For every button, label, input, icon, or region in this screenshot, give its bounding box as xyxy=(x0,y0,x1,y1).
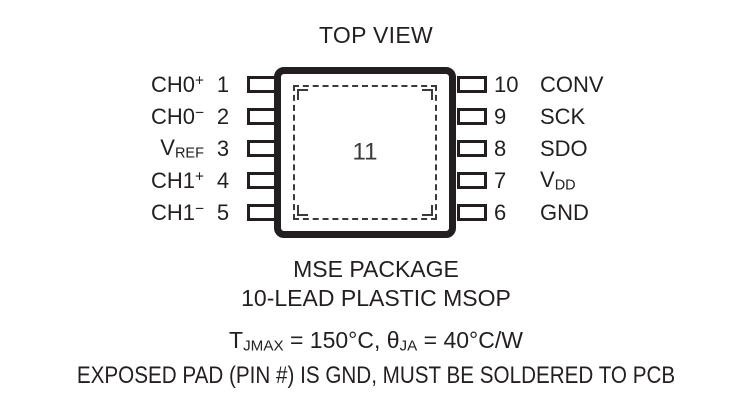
pin-name-9: SCK xyxy=(540,103,586,129)
pin-name-8: SDO xyxy=(540,135,588,161)
pin-number-5: 5 xyxy=(216,199,230,225)
pin-number-1: 1 xyxy=(216,71,230,97)
pin-row-5: CH1− 5 xyxy=(90,200,240,225)
pin-lead-5 xyxy=(247,204,277,221)
exposed-pad-outline: 11 xyxy=(293,85,437,220)
pin-name-2: CH0− xyxy=(150,103,204,129)
pin-name-3: VREF xyxy=(160,135,204,162)
pin-lead-6 xyxy=(457,204,487,221)
pad-corner-top-left-icon xyxy=(297,89,308,100)
pin-lead-2 xyxy=(247,108,277,125)
pad-corner-bottom-left-icon xyxy=(297,205,308,216)
pad-corner-top-right-icon xyxy=(422,89,433,100)
pin-name-6: GND xyxy=(540,199,589,225)
pin-lead-8 xyxy=(457,140,487,157)
pin-name-5: CH1− xyxy=(150,199,204,225)
top-view-title: TOP VIEW xyxy=(318,22,434,48)
pin-lead-7 xyxy=(457,172,487,189)
pin-row-9: 9 SCK xyxy=(494,104,724,129)
pin-number-4: 4 xyxy=(216,167,230,193)
pin-row-3: VREF 3 xyxy=(90,135,240,162)
pin-row-2: CH0− 2 xyxy=(90,104,240,129)
pin-number-6: 6 xyxy=(494,199,507,225)
pin-lead-10 xyxy=(457,76,487,93)
exposed-pad-note-caption: EXPOSED PAD (PIN #) IS GND, MUST BE SOLD… xyxy=(76,362,676,389)
pin-row-4: CH1+ 4 xyxy=(90,168,240,193)
pin-number-8: 8 xyxy=(494,135,507,161)
pin-lead-1 xyxy=(247,76,277,93)
pin-lead-3 xyxy=(247,140,277,157)
pin-name-10: CONV xyxy=(540,71,604,97)
pin-number-9: 9 xyxy=(494,103,507,129)
exposed-pad-number: 11 xyxy=(352,137,378,165)
lead-description-caption: 10-LEAD PLASTIC MSOP xyxy=(241,285,511,311)
pin-row-10: 10 CONV xyxy=(494,72,724,97)
pin-number-10: 10 xyxy=(494,71,519,97)
pin-row-8: 8 SDO xyxy=(494,136,724,161)
pin-lead-9 xyxy=(457,108,487,125)
pin-name-4: CH1+ xyxy=(150,167,204,193)
thermal-spec-caption: TJMAX = 150°C, θJA = 40°C/W xyxy=(229,327,523,355)
pin-number-3: 3 xyxy=(216,135,230,161)
pin-row-1: CH0+ 1 xyxy=(90,72,240,97)
pin-number-7: 7 xyxy=(494,167,507,193)
pin-number-2: 2 xyxy=(216,103,230,129)
package-name-caption: MSE PACKAGE xyxy=(293,256,459,282)
package-body-outline: 11 xyxy=(274,67,456,238)
pin-name-7: VDD xyxy=(540,167,576,194)
pin-lead-4 xyxy=(247,172,277,189)
pin-row-6: 6 GND xyxy=(494,200,724,225)
pin-row-7: 7 VDD xyxy=(494,167,724,194)
pin-name-1: CH0+ xyxy=(150,71,204,97)
pad-corner-bottom-right-icon xyxy=(422,205,433,216)
